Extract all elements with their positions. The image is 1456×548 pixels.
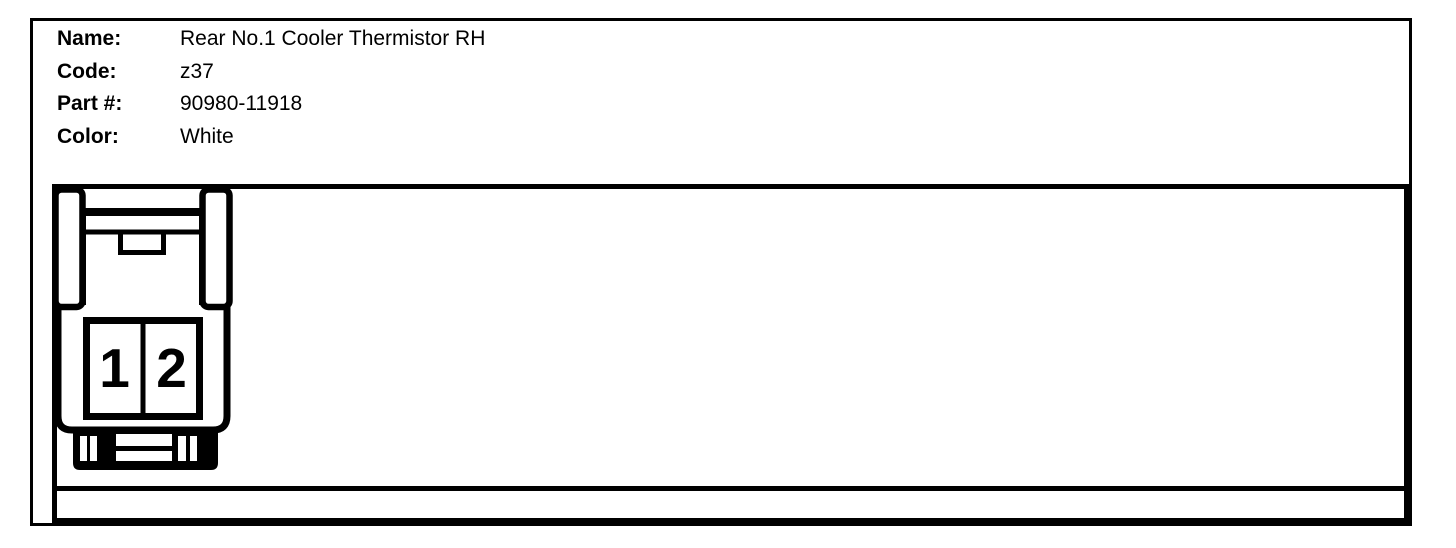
field-value-part-number: 90980-11918 bbox=[180, 92, 303, 115]
connector-diagram-table: 1 2 bbox=[52, 184, 1409, 523]
locking-notch bbox=[118, 232, 166, 255]
field-value-color: White bbox=[180, 124, 234, 148]
base-slot bbox=[116, 451, 172, 461]
connector-header: Name: Rear No.1 Cooler Thermistor RH Cod… bbox=[57, 23, 485, 153]
header-field-row: Code: z37 bbox=[57, 56, 485, 89]
base-slot bbox=[90, 436, 97, 461]
connector-info-panel: Name: Rear No.1 Cooler Thermistor RH Cod… bbox=[30, 18, 1412, 526]
field-label-code: Code: bbox=[57, 59, 117, 83]
mounting-ear-right-icon bbox=[199, 186, 233, 311]
base-slot bbox=[116, 434, 172, 446]
header-field-row: Name: Rear No.1 Cooler Thermistor RH bbox=[57, 23, 485, 56]
field-label-part-number: Part #: bbox=[57, 92, 123, 115]
connector-diagram: 1 2 bbox=[52, 186, 233, 470]
empty-footer-row bbox=[57, 491, 1404, 518]
header-field-row: Color: White bbox=[57, 121, 485, 154]
connector-upper-body bbox=[78, 208, 207, 305]
header-field-row: Part #: 90980-11918 bbox=[57, 88, 485, 121]
field-label-name: Name: bbox=[57, 27, 122, 50]
base-slot bbox=[178, 436, 186, 461]
pin-2-label: 2 bbox=[156, 337, 187, 399]
base-slot bbox=[80, 436, 87, 461]
field-value-code: z37 bbox=[180, 59, 214, 83]
mounting-ear-left-icon bbox=[52, 186, 86, 311]
field-label-color: Color: bbox=[57, 124, 119, 148]
connector-lower-body bbox=[54, 305, 231, 434]
pin-1-label: 1 bbox=[99, 337, 130, 399]
connector-drawing-cell: 1 2 bbox=[52, 186, 1404, 491]
base-slot bbox=[190, 436, 197, 461]
field-value-name: Rear No.1 Cooler Thermistor RH bbox=[180, 27, 486, 50]
